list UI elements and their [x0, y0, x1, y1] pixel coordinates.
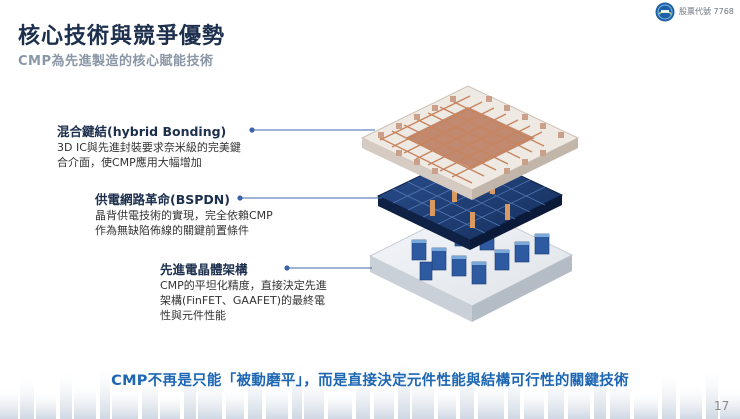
page-subtitle: CMP為先進製造的核心賦能技術 — [18, 54, 214, 69]
company-logo-icon — [655, 2, 675, 22]
page-title: 核心技術與競爭優勢 — [18, 24, 226, 49]
leader-dot — [284, 265, 290, 271]
label-text: 合介面，使CMP應用大幅增加 — [57, 156, 202, 169]
label-advanced-transistor: 先進電晶體架構 CMP的平坦化精度，直接決定先進 架構(FinFET、GAAFE… — [160, 262, 327, 323]
page-number: 17 — [714, 399, 730, 413]
city-skyline-background — [0, 359, 740, 419]
label-text: 3D IC與先進封裝要求奈米級的完美鍵 — [57, 141, 241, 154]
label-hybrid-bonding: 混合鍵結(hybrid Bonding) 3D IC與先進封裝要求奈米級的完美鍵… — [57, 124, 241, 170]
label-text: 作為無缺陷佈線的關鍵前置條件 — [95, 224, 249, 237]
stock-code-label: 股票代號 7768 — [679, 7, 734, 16]
key-statement: CMP不再是只能「被動磨平」，而是直接決定元件性能與結構可行性的關鍵技術 — [111, 373, 629, 389]
label-title: 先進電晶體架構 — [160, 262, 248, 277]
label-text: 架構(FinFET、GAAFET)的最終電 — [160, 294, 326, 307]
label-title: 供電網路革命(BSPDN) — [95, 192, 230, 207]
leader-dot — [237, 195, 243, 201]
label-text: 性與元件性能 — [160, 309, 226, 322]
label-bspdn: 供電網路革命(BSPDN) 晶背供電技術的實現，完全依賴CMP 作為無缺陷佈線的… — [95, 192, 273, 238]
label-text: CMP的平坦化精度，直接決定先進 — [160, 279, 327, 292]
label-text: 晶背供電技術的實現，完全依賴CMP — [95, 209, 273, 222]
leader-dot — [249, 127, 255, 133]
label-title: 混合鍵結(hybrid Bonding) — [57, 124, 227, 139]
